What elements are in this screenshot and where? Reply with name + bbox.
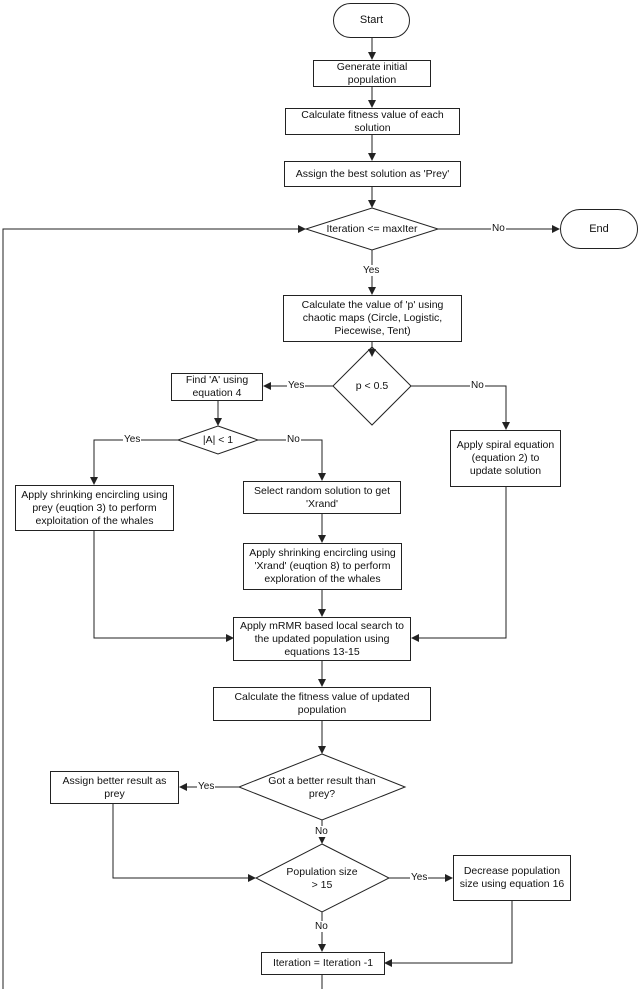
a-check-diamond xyxy=(176,425,260,455)
p-check-diamond xyxy=(332,346,412,426)
find-a-box: Find 'A' using equation 4 xyxy=(171,373,263,401)
edge-label-p-yes: Yes xyxy=(287,380,306,391)
edge-spiral-mrmr xyxy=(411,487,507,642)
calc-p-box: Calculate the value of 'p' using chaotic… xyxy=(283,295,462,342)
assign-better-box: Assign better result as prey xyxy=(50,771,179,804)
shrink-xrand-box: Apply shrinking encircling using 'Xrand'… xyxy=(243,543,402,590)
shrink-prey-box: Apply shrinking encircling using prey (e… xyxy=(15,485,174,531)
edge-label-iteration-no: No xyxy=(491,223,506,234)
calc-fitness-box: Calculate fitness value of each solution xyxy=(285,108,460,135)
better-check-label: Got a better result than prey? xyxy=(268,775,376,800)
a-check-label: |A| < 1 xyxy=(202,434,234,446)
end-node: End xyxy=(560,209,638,249)
pop-check-label: Population size > 15 xyxy=(286,866,358,891)
edge-label-iteration-yes: Yes xyxy=(362,265,381,276)
edge-label-p-no: No xyxy=(470,380,485,391)
edge-label-a-no: No xyxy=(286,434,301,445)
edge-pcheck-spiral xyxy=(411,385,510,430)
edge-label-pop-no: No xyxy=(314,921,329,932)
edge-loopback-iteration xyxy=(2,225,306,989)
edge-shrinkprey-mrmr xyxy=(93,531,234,642)
p-check-label: p < 0.5 xyxy=(355,380,389,392)
calc-updated-box: Calculate the fitness value of updated p… xyxy=(213,687,431,721)
edge-acheck-shrinkprey xyxy=(90,439,178,485)
edge-assignbetter-pop xyxy=(112,804,256,882)
iteration-check-label: Iteration <= maxIter xyxy=(326,223,418,235)
assign-prey-box: Assign the best solution as 'Prey' xyxy=(284,161,461,187)
start-node: Start xyxy=(333,3,410,38)
edge-label-better-yes: Yes xyxy=(197,781,216,792)
edge-decrease-iterdec xyxy=(384,901,513,967)
decrease-pop-box: Decrease population size using equation … xyxy=(453,855,571,901)
generate-population-box: Generate initial population xyxy=(313,60,431,87)
edge-label-better-no: No xyxy=(314,826,329,837)
edge-label-a-yes: Yes xyxy=(123,434,142,445)
spiral-equation-box: Apply spiral equation (equation 2) to up… xyxy=(450,430,561,487)
select-random-box: Select random solution to get 'Xrand' xyxy=(243,481,401,514)
iteration-decrement-box: Iteration = Iteration -1 xyxy=(261,952,385,975)
mrmr-box: Apply mRMR based local search to the upd… xyxy=(233,617,411,661)
edge-label-pop-yes: Yes xyxy=(410,872,429,883)
edge-acheck-selectrandom xyxy=(258,439,326,481)
